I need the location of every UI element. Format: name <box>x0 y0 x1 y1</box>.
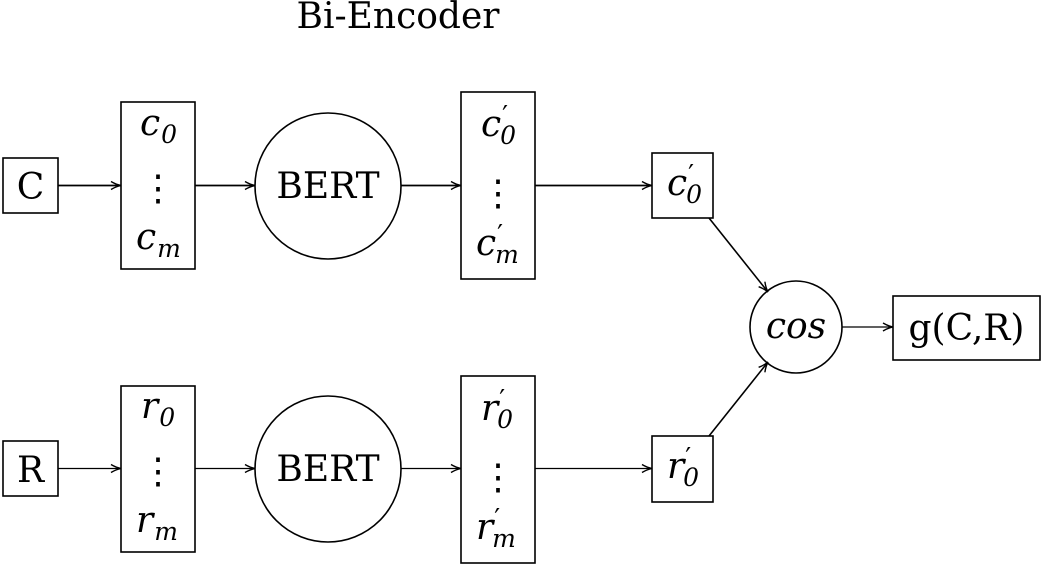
selected-context-vector-label: c′0 <box>667 160 702 209</box>
selected-context-vector: c′0 <box>651 152 714 219</box>
context-output-vdots: ⋮ <box>480 173 516 214</box>
selected-response-vector-label: r′0 <box>667 443 699 492</box>
score-output-label: g(C,R) <box>909 308 1025 349</box>
context-token-vdots: ⋮ <box>140 168 176 209</box>
response-input-label: R <box>17 450 45 491</box>
selected-response-vector: r′0 <box>651 435 714 503</box>
context-token-column: c0 ⋮ cm <box>120 101 196 270</box>
response-token-column: r0 ⋮ rm <box>120 385 196 553</box>
arrow-r0prime-to-cos <box>708 361 769 437</box>
context-output-first: c′0 <box>481 101 516 150</box>
context-output-column: c′0 ⋮ c′m <box>460 91 536 280</box>
flow-arrows <box>58 180 894 474</box>
response-token-last: rm <box>136 500 178 546</box>
bert-encoder-context: BERT <box>254 112 402 260</box>
response-token-first: r0 <box>141 386 175 432</box>
response-token-vdots: ⋮ <box>140 451 176 492</box>
response-output-last: r′m <box>476 504 516 553</box>
context-input-label: C <box>17 167 45 208</box>
cosine-similarity-label: cos <box>766 306 826 347</box>
response-input-node: R <box>2 440 59 497</box>
context-input-node: C <box>2 157 59 214</box>
response-output-vdots: ⋮ <box>480 457 516 498</box>
bert-encoder-response: BERT <box>254 395 402 543</box>
context-output-last: c′m <box>476 220 519 269</box>
bert-encoder-response-label: BERT <box>276 449 379 490</box>
cosine-similarity-node: cos <box>749 280 843 374</box>
diagram-title: Bi-Encoder <box>297 0 501 37</box>
context-token-first: c0 <box>140 103 177 149</box>
context-token-last: cm <box>136 217 181 263</box>
score-output-node: g(C,R) <box>892 295 1041 361</box>
bert-encoder-context-label: BERT <box>276 166 379 207</box>
response-output-column: r′0 ⋮ r′m <box>460 375 536 564</box>
arrow-c0prime-to-cos <box>708 217 769 293</box>
response-output-first: r′0 <box>481 385 513 434</box>
